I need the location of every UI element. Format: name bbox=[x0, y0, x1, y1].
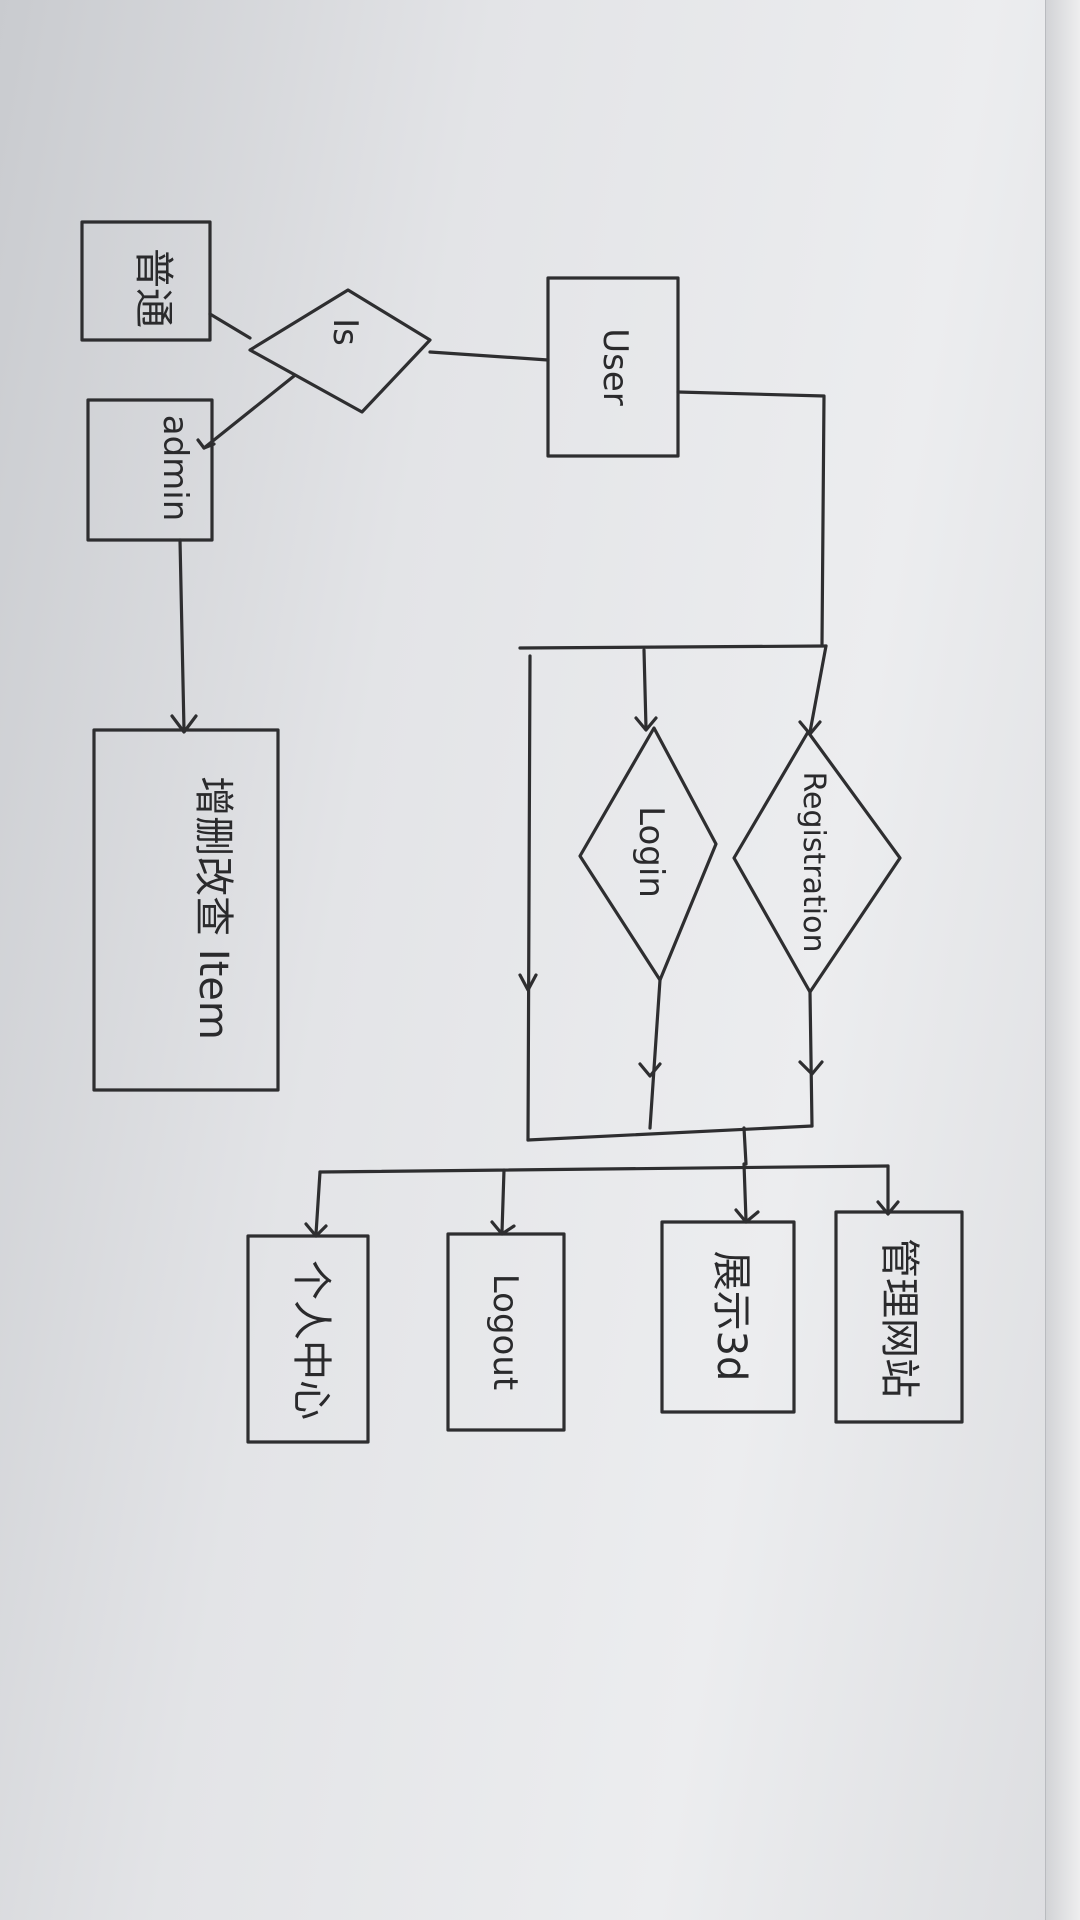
user-label: User bbox=[595, 328, 635, 406]
connector-to-show3d bbox=[742, 1162, 748, 1222]
logout-label: Logout bbox=[485, 1274, 525, 1390]
connector-is-admin bbox=[202, 374, 296, 450]
arrowhead-registration bbox=[798, 720, 822, 736]
connector-admin-crud bbox=[178, 538, 186, 732]
top-left-box bbox=[80, 220, 212, 342]
crud-label: 增删改查 Item bbox=[190, 776, 236, 1040]
arrowhead-manage bbox=[876, 1200, 900, 1216]
manage-web-label: 管理网站 bbox=[876, 1238, 922, 1398]
connector-is-topbox bbox=[208, 312, 252, 340]
arrowhead-personal bbox=[304, 1222, 328, 1238]
connector-login-down bbox=[648, 978, 662, 1130]
arrowhead-login-down bbox=[638, 1062, 662, 1078]
connector-to-personal bbox=[314, 1170, 322, 1236]
manage-web-box bbox=[834, 1210, 964, 1424]
connector-bypass bbox=[526, 654, 532, 1142]
arrowhead-admin bbox=[196, 438, 216, 450]
registration-label: Registration bbox=[796, 772, 831, 953]
show-3d-box bbox=[660, 1220, 796, 1414]
is-label: Is bbox=[325, 318, 365, 346]
is-diamond bbox=[248, 288, 432, 414]
connector-to-login bbox=[642, 648, 648, 730]
connector-to-registration bbox=[808, 644, 828, 734]
personal-center-box bbox=[246, 1234, 370, 1444]
admin-label: admin bbox=[155, 415, 195, 522]
distribution-bar bbox=[318, 1164, 890, 1174]
crud-box bbox=[92, 728, 280, 1092]
user-box bbox=[546, 276, 680, 458]
personal-center-label: 个人中心 bbox=[288, 1260, 334, 1420]
paper-edge bbox=[1045, 0, 1080, 1920]
admin-box bbox=[86, 398, 214, 542]
arrowhead-logout bbox=[490, 1220, 516, 1236]
connector-merge-down bbox=[742, 1126, 748, 1166]
login-label: Login bbox=[631, 806, 671, 898]
top-left-box-label: 普通 bbox=[130, 248, 176, 328]
merge-bar bbox=[526, 1124, 814, 1142]
arrowhead-login bbox=[634, 716, 658, 732]
split-bar bbox=[518, 644, 828, 650]
connector-reg-down bbox=[808, 990, 814, 1128]
logout-box bbox=[446, 1232, 566, 1432]
connector-to-logout bbox=[500, 1168, 506, 1234]
arrowhead-show3d bbox=[734, 1208, 760, 1224]
connector-user-is bbox=[428, 350, 550, 362]
arrowhead-bypass bbox=[518, 973, 538, 992]
show-3d-label: 展示3d bbox=[708, 1251, 754, 1382]
connector-user-down bbox=[676, 390, 826, 646]
arrowhead-reg-down bbox=[798, 1060, 824, 1076]
arrowhead-crud bbox=[170, 714, 198, 734]
